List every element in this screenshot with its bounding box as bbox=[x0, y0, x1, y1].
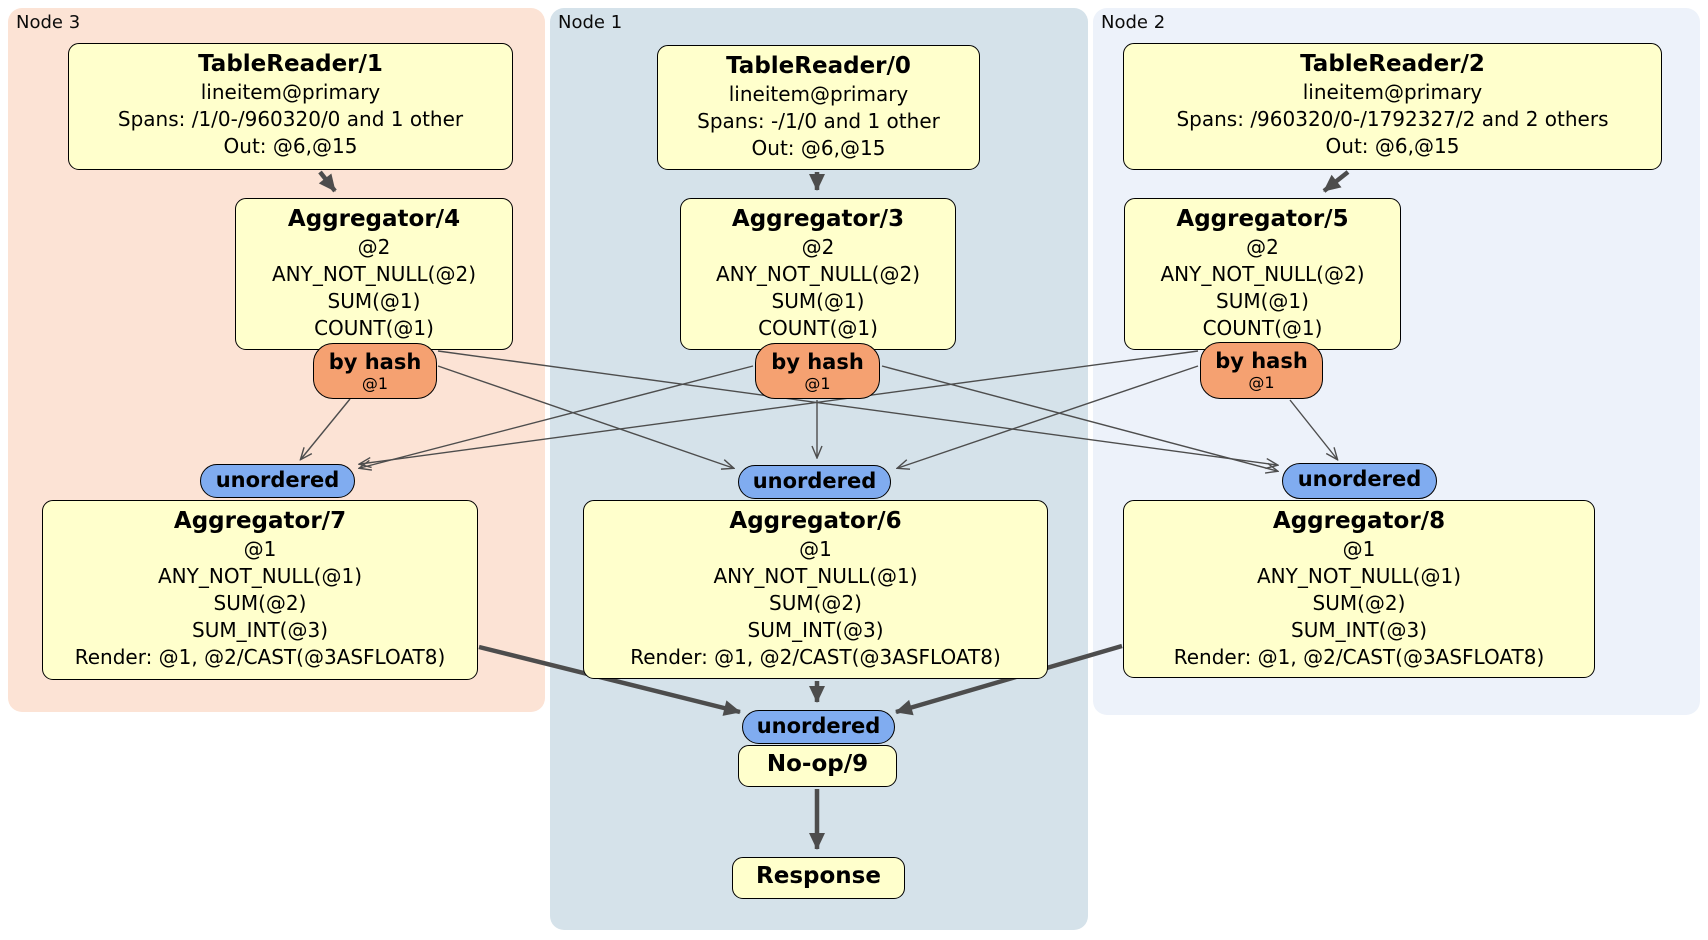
router-unordered-left: unordered bbox=[200, 464, 355, 498]
box-line: SUM(@2) bbox=[213, 591, 307, 615]
box-line: ANY_NOT_NULL(@2) bbox=[1160, 262, 1365, 286]
box-aggregator-6: Aggregator/6 @1 ANY_NOT_NULL(@1) SUM(@2)… bbox=[583, 500, 1048, 679]
edge-hashR-unorderedR bbox=[1289, 399, 1337, 459]
box-line: lineitem@primary bbox=[200, 80, 381, 104]
edge-aggregator8-unorderedF bbox=[895, 643, 1123, 716]
box-title: Aggregator/5 bbox=[1176, 206, 1349, 232]
box-aggregator-4: Aggregator/4 @2 ANY_NOT_NULL(@2) SUM(@1)… bbox=[235, 198, 513, 350]
router-by-hash-mid: by hash @1 bbox=[755, 343, 880, 399]
box-line: Spans: -/1/0 and 1 other bbox=[697, 109, 940, 133]
box-line: COUNT(@1) bbox=[314, 316, 434, 340]
box-line: @1 bbox=[1342, 537, 1376, 561]
box-noop-9: No-op/9 bbox=[738, 745, 897, 787]
box-line: lineitem@primary bbox=[728, 82, 909, 106]
box-line: Spans: /1/0-/960320/0 and 1 other bbox=[117, 107, 464, 131]
box-line: SUM(@2) bbox=[1312, 591, 1406, 615]
box-line: Render: @1, @2/CAST(@3ASFLOAT8) bbox=[630, 645, 1001, 669]
box-title: No-op/9 bbox=[766, 751, 869, 777]
box-line: COUNT(@1) bbox=[758, 316, 878, 340]
router-label: by hash bbox=[771, 350, 864, 374]
box-line: lineitem@primary bbox=[1302, 80, 1483, 104]
box-title: Response bbox=[756, 863, 881, 889]
region-node3-label: Node 3 bbox=[16, 12, 81, 33]
box-title: TableReader/2 bbox=[1300, 51, 1485, 77]
edge-hashR-unorderedM bbox=[898, 365, 1199, 468]
box-aggregator-5: Aggregator/5 @2 ANY_NOT_NULL(@2) SUM(@1)… bbox=[1124, 198, 1401, 350]
router-unordered-right: unordered bbox=[1282, 463, 1437, 499]
box-aggregator-3: Aggregator/3 @2 ANY_NOT_NULL(@2) SUM(@1)… bbox=[680, 198, 956, 350]
box-line: @1 bbox=[799, 537, 832, 561]
edge-hashL-unorderedR bbox=[437, 350, 1277, 465]
box-line: Out: @6,@15 bbox=[751, 136, 886, 160]
box-line: SUM_INT(@3) bbox=[747, 618, 884, 642]
box-line: Spans: /960320/0-/1792327/2 and 2 others bbox=[1176, 107, 1609, 131]
router-unordered-mid: unordered bbox=[738, 465, 891, 499]
box-line: SUM(@1) bbox=[1216, 289, 1309, 313]
box-tablereader-1: TableReader/1 lineitem@primary Spans: /1… bbox=[68, 43, 513, 170]
box-title: Aggregator/3 bbox=[731, 206, 905, 232]
router-label: unordered bbox=[215, 468, 340, 492]
router-detail: @1 bbox=[1248, 373, 1275, 392]
box-line: Render: @1, @2/CAST(@3ASFLOAT8) bbox=[74, 645, 446, 669]
box-line: ANY_NOT_NULL(@1) bbox=[1257, 564, 1461, 588]
box-tablereader-0: TableReader/0 lineitem@primary Spans: -/… bbox=[657, 45, 980, 170]
region-node1-label: Node 1 bbox=[558, 12, 623, 33]
box-line: Render: @1, @2/CAST(@3ASFLOAT8) bbox=[1173, 645, 1545, 669]
router-label: by hash bbox=[328, 350, 422, 374]
box-aggregator-7: Aggregator/7 @1 ANY_NOT_NULL(@1) SUM(@2)… bbox=[42, 500, 478, 680]
box-line: SUM(@1) bbox=[327, 289, 421, 313]
box-title: TableReader/0 bbox=[726, 53, 911, 79]
edge-tablereader1-aggregator4 bbox=[318, 170, 337, 193]
box-line: SUM(@2) bbox=[769, 591, 862, 615]
box-line: Out: @6,@15 bbox=[1325, 134, 1460, 158]
box-line: SUM_INT(@3) bbox=[1291, 618, 1427, 642]
edge-aggregator7-unorderedF bbox=[478, 644, 741, 716]
box-title: Aggregator/6 bbox=[729, 508, 902, 534]
region-node2-label: Node 2 bbox=[1101, 12, 1166, 33]
box-line: COUNT(@1) bbox=[1202, 316, 1323, 340]
router-label: unordered bbox=[756, 714, 881, 738]
box-title: Aggregator/4 bbox=[287, 206, 461, 232]
router-label: by hash bbox=[1215, 349, 1308, 373]
edge-tablereader2-aggregator5 bbox=[1322, 170, 1350, 193]
box-line: ANY_NOT_NULL(@2) bbox=[716, 262, 920, 286]
edge-hashM-unorderedR bbox=[881, 365, 1277, 471]
box-line: SUM(@1) bbox=[771, 289, 865, 313]
box-response: Response bbox=[732, 857, 905, 899]
box-line: @2 bbox=[1246, 235, 1279, 259]
box-line: @2 bbox=[357, 235, 391, 259]
router-detail: @1 bbox=[361, 374, 389, 393]
box-tablereader-2: TableReader/2 lineitem@primary Spans: /9… bbox=[1123, 43, 1662, 170]
router-unordered-final: unordered bbox=[742, 710, 895, 744]
router-by-hash-right: by hash @1 bbox=[1200, 342, 1323, 399]
box-title: Aggregator/8 bbox=[1272, 508, 1446, 534]
box-line: @2 bbox=[801, 235, 835, 259]
edge-hashM-unorderedL bbox=[360, 365, 754, 468]
box-title: Aggregator/7 bbox=[173, 508, 347, 534]
edge-hashR-unorderedL bbox=[360, 350, 1199, 464]
router-detail: @1 bbox=[804, 374, 831, 393]
router-label: unordered bbox=[752, 469, 877, 493]
edge-hashL-unorderedL bbox=[301, 398, 351, 459]
router-by-hash-left: by hash @1 bbox=[313, 343, 437, 399]
box-line: Out: @6,@15 bbox=[223, 134, 358, 158]
box-aggregator-8: Aggregator/8 @1 ANY_NOT_NULL(@1) SUM(@2)… bbox=[1123, 500, 1595, 678]
box-line: ANY_NOT_NULL(@1) bbox=[158, 564, 362, 588]
box-title: TableReader/1 bbox=[198, 51, 383, 77]
edge-hashL-unorderedM bbox=[437, 365, 733, 468]
router-label: unordered bbox=[1297, 467, 1422, 491]
box-line: @1 bbox=[243, 537, 277, 561]
box-line: SUM_INT(@3) bbox=[192, 618, 328, 642]
box-line: ANY_NOT_NULL(@2) bbox=[272, 262, 476, 286]
box-line: ANY_NOT_NULL(@1) bbox=[713, 564, 918, 588]
